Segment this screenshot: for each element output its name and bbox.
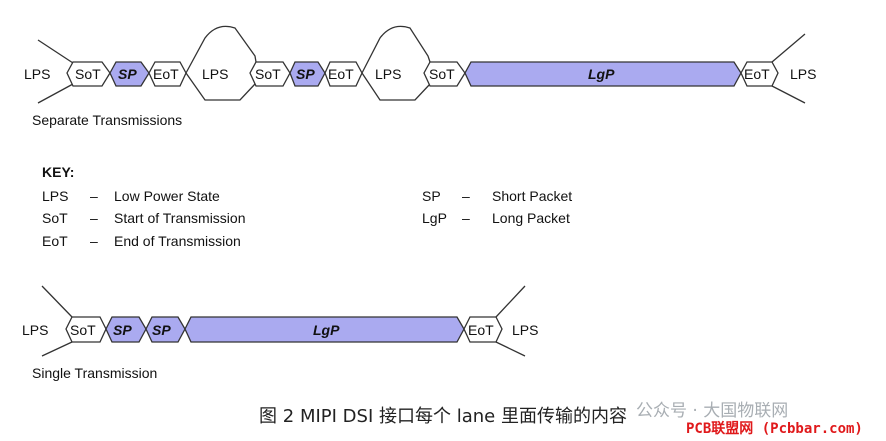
sp-label: SP	[296, 66, 315, 82]
key-meaning: Low Power State	[114, 188, 220, 204]
sot-label: SoT	[255, 66, 281, 82]
lps-segment	[361, 25, 431, 101]
key-meaning: Short Packet	[492, 188, 573, 204]
eot-segment	[324, 61, 363, 87]
single-transmission-row: LPS SoT SP SP LgP EoT LPS	[22, 285, 538, 357]
eot-label: EoT	[468, 322, 494, 338]
lps-segment	[37, 39, 74, 104]
lgp-label: LgP	[313, 322, 340, 338]
lps-segment	[771, 33, 806, 104]
key-dash: –	[462, 188, 470, 204]
key-meaning: Start of Transmission	[114, 210, 246, 226]
long-packet	[464, 61, 742, 87]
separate-transmissions-caption: Separate Transmissions	[32, 112, 182, 128]
eot-label: EoT	[153, 66, 179, 82]
sp-label: SP	[118, 66, 137, 82]
sot-segment	[65, 316, 107, 343]
key-title: KEY:	[42, 164, 75, 180]
key-abbr: LPS	[42, 188, 69, 204]
sot-label: SoT	[75, 66, 101, 82]
lps-label: LPS	[790, 66, 816, 82]
lps-label: LPS	[24, 66, 50, 82]
sot-segment	[423, 61, 466, 87]
sp-label: SP	[113, 322, 132, 338]
lgp-label: LgP	[588, 66, 615, 82]
sot-segment	[249, 61, 291, 87]
lps-segment	[495, 285, 526, 357]
lps-segment	[41, 285, 73, 357]
long-packet	[184, 316, 465, 343]
key-meaning: End of Transmission	[114, 233, 241, 249]
lps-segment	[185, 25, 257, 101]
sot-segment	[66, 61, 111, 87]
key-dash: –	[90, 210, 98, 226]
lps-label: LPS	[512, 322, 538, 338]
key-meaning: Long Packet	[492, 210, 570, 226]
short-packet	[105, 316, 147, 343]
lps-label: LPS	[202, 66, 228, 82]
key-dash: –	[90, 188, 98, 204]
lps-label: LPS	[375, 66, 401, 82]
watermark-site: PCB联盟网 (Pcbbar.com)	[686, 421, 863, 437]
key-abbr: EoT	[42, 233, 68, 249]
sot-label: SoT	[429, 66, 455, 82]
key-dash: –	[90, 233, 98, 249]
figure-caption: 图 2 MIPI DSI 接口每个 lane 里面传输的内容	[259, 406, 627, 427]
separate-transmissions-row: LPS SoT SP EoT LPS SoT SP EoT LPS SoT Lg…	[24, 25, 816, 104]
short-packet	[145, 316, 186, 343]
single-transmission-caption: Single Transmission	[32, 365, 157, 381]
key-abbr: SP	[422, 188, 441, 204]
sp-label: SP	[152, 322, 171, 338]
lps-label: LPS	[22, 322, 48, 338]
short-packet	[109, 61, 150, 87]
eot-label: EoT	[328, 66, 354, 82]
sot-label: SoT	[70, 322, 96, 338]
watermark-wechat: 公众号 · 大国物联网	[636, 401, 789, 421]
key-abbr: LgP	[422, 210, 447, 226]
key-dash: –	[462, 210, 470, 226]
eot-label: EoT	[744, 66, 770, 82]
short-packet	[289, 61, 326, 87]
key-abbr: SoT	[42, 210, 68, 226]
eot-segment	[148, 61, 187, 87]
